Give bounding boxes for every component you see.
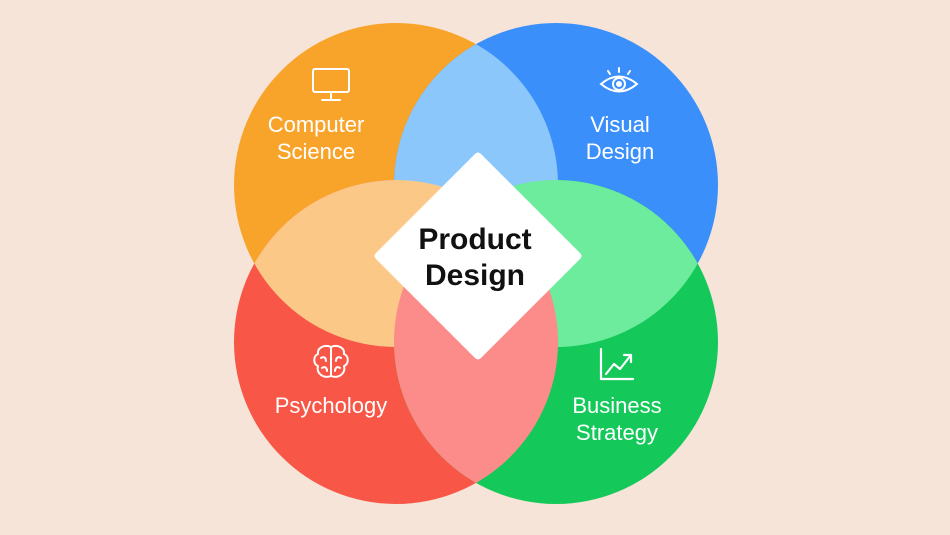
label-computer-science-line1: Computer (267, 112, 365, 137)
label-business-strategy: Business Strategy (547, 392, 687, 446)
center-diamond (374, 152, 582, 360)
growth-chart-icon (599, 347, 635, 381)
label-visual-design-line2: Design (585, 139, 655, 164)
label-business-strategy-line1: Business (572, 393, 662, 418)
center-title-line1: Product (418, 223, 532, 256)
brain-icon (313, 344, 349, 378)
monitor-icon (312, 68, 350, 101)
center-title-line2: Design (424, 259, 526, 292)
center-title: Product Design (375, 222, 575, 294)
label-computer-science-line2: Science (276, 139, 356, 164)
label-psychology: Psychology (246, 392, 416, 419)
label-business-strategy-line2: Strategy (576, 420, 658, 445)
label-visual-design: Visual Design (555, 111, 685, 165)
label-computer-science: Computer Science (246, 111, 386, 165)
eye-icon (599, 67, 639, 93)
label-psychology-line1: Psychology (274, 393, 388, 418)
label-visual-design-line1: Visual (590, 112, 650, 137)
